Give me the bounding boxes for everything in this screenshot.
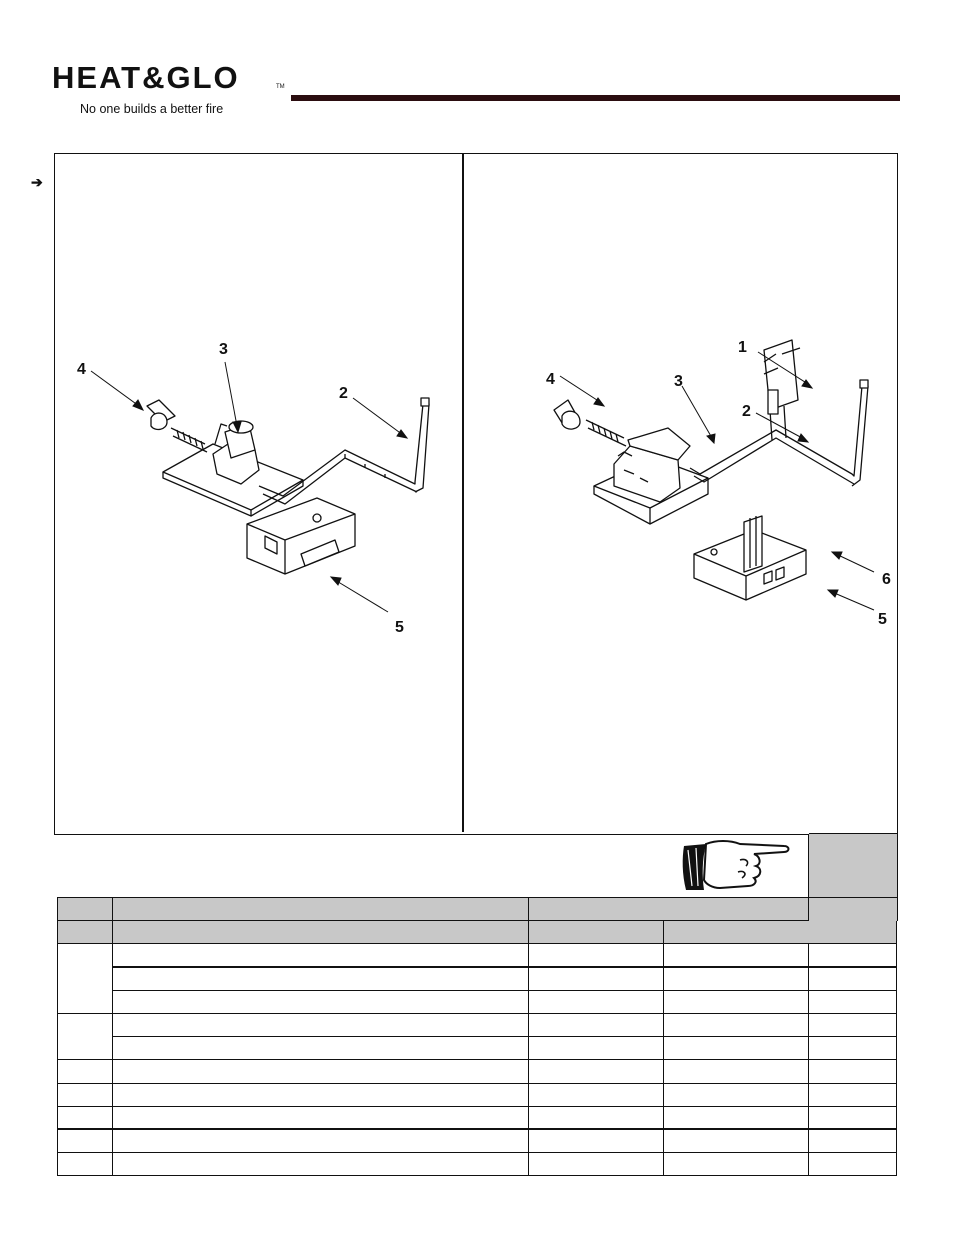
table-cell bbox=[528, 1036, 664, 1061]
table-row bbox=[58, 1036, 897, 1061]
table-cell bbox=[663, 1152, 809, 1177]
callout-4-label: 4 bbox=[546, 371, 555, 388]
header-cell-blank bbox=[808, 896, 897, 921]
callout-2-label: 2 bbox=[339, 385, 348, 402]
table-row bbox=[57, 1013, 897, 1061]
table-row bbox=[58, 990, 897, 1014]
header-cell-description bbox=[112, 896, 529, 922]
callout-1-label: 1 bbox=[738, 339, 747, 356]
table-cell bbox=[57, 1128, 113, 1154]
table-cell bbox=[112, 920, 529, 945]
table-cell bbox=[663, 990, 809, 1014]
figure-right-panel: 1 4 3 2 6 5 bbox=[464, 154, 897, 832]
table-cell bbox=[663, 966, 809, 991]
table-cell bbox=[112, 990, 529, 1014]
table-cell bbox=[528, 1106, 664, 1130]
callout-3-label: 3 bbox=[674, 373, 683, 390]
brand-logo: HEAT&GLO TM No one builds a better fire bbox=[52, 58, 285, 120]
trademark-mark: TM bbox=[276, 84, 285, 90]
brand-wordmark: HEAT&GLO bbox=[52, 60, 240, 95]
gas-valve-assembly-left-illustration: 4 3 2 5 bbox=[77, 341, 430, 636]
table-cell bbox=[112, 966, 529, 991]
table-cell bbox=[112, 1128, 529, 1154]
callout-3-label: 3 bbox=[219, 341, 228, 358]
table-cell bbox=[112, 1059, 529, 1084]
table-cell bbox=[112, 1106, 529, 1130]
table-subheader-row bbox=[57, 920, 897, 945]
table-cell bbox=[528, 966, 664, 991]
callout-5-label: 5 bbox=[878, 611, 887, 628]
table-cell bbox=[808, 1128, 897, 1154]
table-cell bbox=[808, 1059, 897, 1084]
table-cell bbox=[808, 1106, 897, 1130]
table-cell bbox=[57, 1152, 113, 1177]
figure-left-panel: 4 3 2 5 bbox=[55, 154, 462, 832]
notice-area bbox=[54, 835, 809, 898]
callout-4-label: 4 bbox=[77, 361, 86, 378]
table-cell bbox=[663, 943, 809, 968]
brand-tagline: No one builds a better fire bbox=[80, 102, 224, 116]
table-row bbox=[57, 1083, 897, 1107]
header-cell-item bbox=[57, 896, 113, 922]
header-cell-part-number bbox=[528, 896, 809, 922]
table-cell bbox=[528, 1013, 664, 1038]
table-cell bbox=[57, 920, 113, 945]
table-cell bbox=[663, 920, 897, 945]
table-row bbox=[57, 1106, 897, 1130]
table-cell bbox=[808, 1036, 897, 1061]
table-cell bbox=[57, 1083, 113, 1107]
table-row bbox=[57, 943, 897, 1014]
table-cell bbox=[808, 990, 897, 1014]
pointing-hand-icon bbox=[682, 840, 790, 890]
table-cell bbox=[663, 1013, 809, 1038]
table-row bbox=[57, 1152, 897, 1177]
table-cell bbox=[663, 1059, 809, 1084]
parts-table bbox=[57, 896, 897, 1177]
table-cell bbox=[112, 943, 529, 968]
table-cell bbox=[808, 1083, 897, 1107]
table-cell bbox=[663, 1083, 809, 1107]
table-cell bbox=[57, 1106, 113, 1130]
table-cell bbox=[112, 1036, 529, 1061]
table-cell bbox=[112, 1152, 529, 1177]
revision-arrow-icon: ➔ bbox=[31, 174, 43, 190]
table-cell bbox=[528, 1059, 664, 1084]
table-cell bbox=[57, 1059, 113, 1084]
table-cell bbox=[808, 966, 897, 991]
table-header-row bbox=[57, 896, 897, 922]
table-cell bbox=[528, 1128, 664, 1154]
table-cell bbox=[663, 1106, 809, 1130]
table-cell bbox=[528, 1083, 664, 1107]
table-cell bbox=[663, 1128, 809, 1154]
callout-6-label: 6 bbox=[882, 571, 891, 588]
table-cell bbox=[528, 920, 664, 945]
table-cell bbox=[808, 1152, 897, 1177]
table-row bbox=[58, 966, 897, 991]
header-rule bbox=[291, 95, 900, 101]
gas-valve-assembly-right-illustration: 1 4 3 2 6 5 bbox=[546, 339, 891, 628]
table-cell bbox=[528, 990, 664, 1014]
table-cell bbox=[57, 943, 113, 1014]
table-row bbox=[57, 1128, 897, 1154]
table-cell bbox=[528, 1152, 664, 1177]
table-cell bbox=[808, 943, 897, 968]
figure-divider bbox=[462, 154, 464, 832]
table-row bbox=[57, 1059, 897, 1084]
table-cell bbox=[528, 943, 664, 968]
table-cell bbox=[663, 1036, 809, 1061]
callout-2-label: 2 bbox=[742, 403, 751, 420]
figure-frame: 4 3 2 5 bbox=[54, 153, 898, 835]
callout-5-label: 5 bbox=[395, 619, 404, 636]
table-cell bbox=[112, 1083, 529, 1107]
table-cell bbox=[112, 1013, 529, 1038]
table-cell bbox=[808, 1013, 897, 1038]
table-cell bbox=[57, 1013, 113, 1061]
